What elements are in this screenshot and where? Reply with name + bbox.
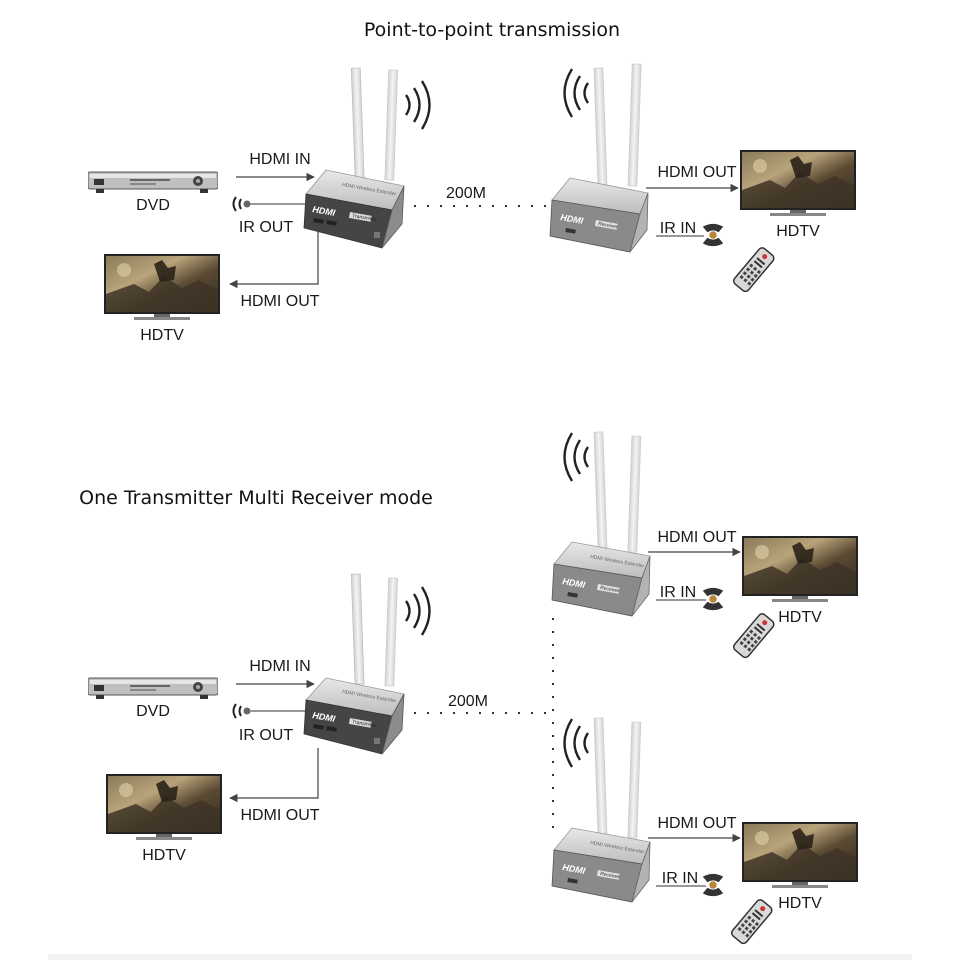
top-hdmi-out-label: HDMI OUT <box>240 293 319 310</box>
top-remote-hdtv <box>740 150 856 216</box>
top-dvd-player <box>88 171 218 194</box>
top-ir-out-emitter <box>232 196 305 212</box>
bottom-dvd-player <box>88 677 218 700</box>
bottom-transmitter-waves <box>404 586 431 636</box>
bottom-distance-label: 200M <box>448 693 488 710</box>
top-transmitter-box: HDMI HDMI Wireless Extender Transmitter <box>303 67 405 249</box>
receiver2-ir-in-label: IR IN <box>662 870 698 887</box>
top-transmitter-waves <box>404 80 431 130</box>
top-remote-control-icon <box>731 245 777 294</box>
bottom-edge-strip <box>48 954 912 960</box>
top-transmitter-tag: Transmitter <box>352 213 378 223</box>
receiver1-box: HDMI HDMI Wireless Extender Receiver <box>551 431 651 617</box>
top-local-hdtv-label: HDTV <box>140 327 184 344</box>
top-ir-sensor-icon <box>702 223 724 247</box>
top-ir-in-label: IR IN <box>660 220 696 237</box>
bottom-transmitter-brand: HDMI <box>312 710 337 724</box>
top-rx-hdmi-out-label: HDMI OUT <box>657 164 736 181</box>
top-remote-hdtv-label: HDTV <box>776 223 820 240</box>
top-hdmi-in-label: HDMI IN <box>249 151 310 168</box>
bottom-hdmi-out-label: HDMI OUT <box>240 807 319 824</box>
receiver1-hdtv-label: HDTV <box>778 609 822 626</box>
top-ir-out-label: IR OUT <box>239 219 293 236</box>
top-distance-label: 200M <box>446 185 486 202</box>
bottom-ir-out-emitter <box>232 703 305 719</box>
top-transmitter-brand: HDMI <box>312 204 337 218</box>
receiver2-hdtv <box>742 822 858 888</box>
bottom-transmitter-box: HDMI HDMI Wireless Extender Transmitter <box>303 573 405 755</box>
receiver2-brand: HDMI <box>562 862 587 876</box>
title-multi-receiver: One Transmitter Multi Receiver mode <box>79 487 433 509</box>
receiver2-tag: Receiver <box>600 871 621 880</box>
top-receiver-brand: HDMI <box>560 212 585 226</box>
receiver2-box: HDMI HDMI Wireless Extender Receiver <box>551 717 651 903</box>
bottom-hdmi-out-arrow <box>229 748 319 803</box>
receiver2-remote-control-icon <box>729 897 775 946</box>
receiver1-hdtv <box>742 536 858 602</box>
receiver2-hdtv-label: HDTV <box>778 895 822 912</box>
bottom-local-hdtv-label: HDTV <box>142 847 186 864</box>
top-receiver-box: HDMI Receiver <box>549 63 649 253</box>
bottom-ir-out-label: IR OUT <box>239 727 293 744</box>
top-receiver-waves <box>563 68 590 118</box>
title-point-to-point: Point-to-point transmission <box>364 19 620 41</box>
receiver1-waves <box>563 432 590 482</box>
bottom-hdmi-in-label: HDMI IN <box>249 658 310 675</box>
top-dvd-label: DVD <box>136 197 170 214</box>
top-receiver-tag: Receiver <box>598 221 619 230</box>
bottom-transmitter-tag: Transmitter <box>352 719 378 729</box>
receiver2-hdmi-out-label: HDMI OUT <box>657 815 736 832</box>
top-hdmi-out-arrow <box>229 232 319 289</box>
bottom-local-hdtv <box>106 774 222 840</box>
top-local-hdtv <box>104 254 220 320</box>
bottom-dvd-label: DVD <box>136 703 170 720</box>
receiver2-waves <box>563 718 590 768</box>
receiver1-brand: HDMI <box>562 576 587 590</box>
receiver1-remote-control-icon <box>731 611 777 660</box>
receiver1-tag: Receiver <box>600 585 621 594</box>
receiver1-ir-in-label: IR IN <box>660 584 696 601</box>
receiver1-hdmi-out-label: HDMI OUT <box>657 529 736 546</box>
